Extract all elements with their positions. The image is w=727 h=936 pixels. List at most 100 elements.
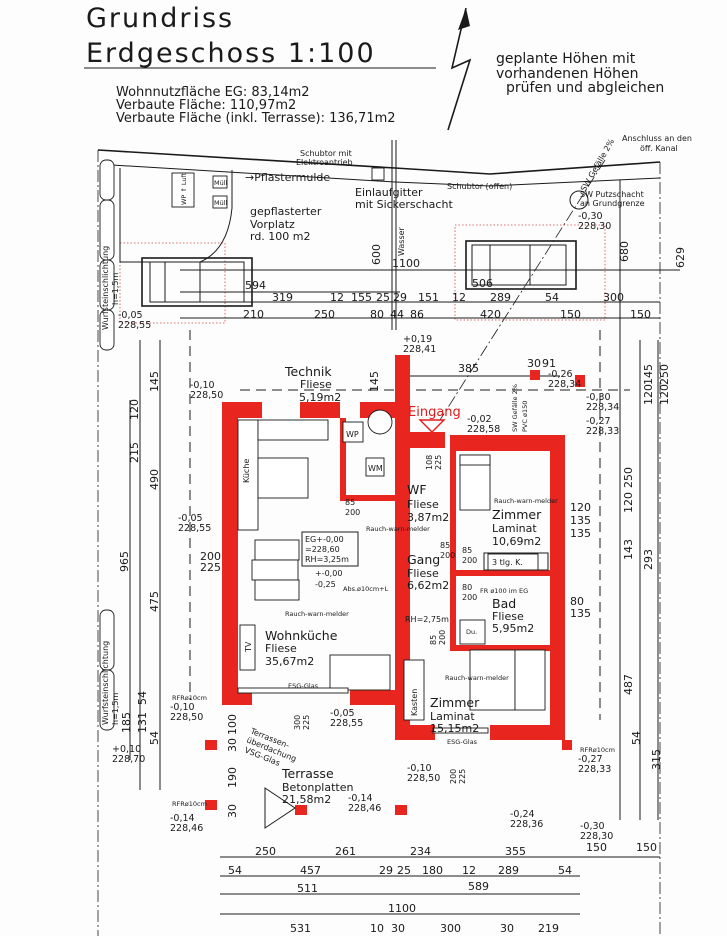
dim-label: 120 <box>622 492 635 513</box>
muell-box-2 <box>212 195 228 209</box>
dim-label: 300 <box>440 922 461 935</box>
elevation-abs: 228,34 <box>548 379 581 390</box>
dim-label: 54 <box>630 731 643 745</box>
height-mark-2: -0,25 <box>315 580 336 589</box>
schubtor-offen-label: Schubtor (offen) <box>447 182 512 191</box>
muell-label-1: Müll <box>214 179 228 187</box>
door-dim: 200 <box>462 556 477 565</box>
zimmer1-area: 10,69m2 <box>492 535 541 548</box>
technik-area: 5,19m2 <box>299 391 341 404</box>
dim-label: 25 <box>376 291 390 304</box>
dim-label: 200 <box>200 550 221 563</box>
wm-label: WM <box>368 464 383 473</box>
dim-label: 511 <box>297 882 318 895</box>
dim-label: 54 <box>148 731 161 745</box>
elevation-abs: 228,55 <box>118 320 151 331</box>
abs-label: Abs.ø10cm+L <box>343 585 389 593</box>
elevation-rel: -0,05 <box>118 310 143 321</box>
dim-label: 54 <box>558 864 572 877</box>
anschluss-label: Anschluss an den <box>622 134 692 143</box>
elevation-abs: 228,30 <box>578 221 611 232</box>
elevation-rel: +0,19 <box>403 334 432 345</box>
door-dim: 225 <box>458 769 467 784</box>
walls <box>205 355 585 815</box>
dim-label: 315 <box>650 749 663 770</box>
wurfstein-height-bottom: h=1,5m <box>111 693 120 725</box>
vorplatz-label-2: Vorplatz <box>250 218 295 231</box>
elevation-abs: 228,33 <box>578 764 611 775</box>
elevation-abs: 228,34 <box>586 402 619 413</box>
dim-label: 487 <box>622 674 635 695</box>
north-arrow-icon <box>447 7 472 131</box>
wurfstein-label-bottom: Wurfsteinschlichtung <box>101 641 110 725</box>
dim-label: 30 <box>500 922 514 935</box>
door-dim: 200 <box>440 551 455 560</box>
rauchmelder-wohnkueche: Rauch-warn-melder <box>285 610 349 618</box>
bad-floor: Fliese <box>492 610 524 623</box>
einlaufgitter-icon <box>371 167 385 181</box>
elevation-rel: -0,14 <box>170 813 195 824</box>
elevation-abs: 228,30 <box>580 831 613 842</box>
tv-label: TV <box>244 641 253 653</box>
elevation-rel: -0,02 <box>467 414 492 425</box>
info-wohnnutzflaeche: Wohnnutzfläche EG: 83,14m2 <box>116 85 310 100</box>
note-line-2: vorhandenen Höhen <box>496 66 638 82</box>
grundgrenze-label: an Grundgrenze <box>580 199 645 208</box>
elevation-rel: -0,27 <box>578 754 603 765</box>
dim-label: 185 <box>120 712 133 733</box>
elevation-rel: -0,05 <box>330 708 355 719</box>
dim-label: 234 <box>410 845 431 858</box>
dim-label: 457 <box>300 864 321 877</box>
note-line-1: geplante Höhen mit <box>496 51 636 67</box>
dim-label: 250 <box>622 467 635 488</box>
technik-name: Technik <box>284 364 332 379</box>
wf-area: 3,87m2 <box>407 511 449 524</box>
elevation-abs: 228,36 <box>510 819 543 830</box>
fr-label: FR ø100 im EG <box>480 587 528 595</box>
dim-label: 319 <box>272 291 293 304</box>
elevation-abs: 228,33 <box>586 426 619 437</box>
dimension-labels: 319 12 155 25 29 151 12 289 54 300 210 2… <box>118 241 687 935</box>
dim-label: 120 <box>128 399 141 420</box>
elevation-rel: -0,30 <box>580 821 605 832</box>
door-dim: 300 <box>293 715 302 730</box>
dim-label: 151 <box>418 291 439 304</box>
elevation-abs: 228,55 <box>178 523 211 534</box>
zimmer2-area: 15,15m2 <box>430 722 479 735</box>
height-mark-1: +-0,00 <box>315 569 342 578</box>
elevation-rel: -0,30 <box>586 392 611 403</box>
schubtor-motor-label: Schubtor mit <box>300 149 352 158</box>
muell-box-1 <box>212 175 228 189</box>
dim-label: 180 <box>422 864 443 877</box>
elevation-rel: -0,26 <box>548 369 573 380</box>
sickerschacht-label: mit Sickerschacht <box>355 198 453 211</box>
elevation-abs: 228,55 <box>330 718 363 729</box>
dim-label: 531 <box>290 922 311 935</box>
esg-glas-wohnkueche: ESG-Glas <box>288 682 319 690</box>
vorplatz-label-1: gepflasterter <box>250 205 322 218</box>
dim-label: 680 <box>618 241 631 262</box>
terrasse-area: 21,58m2 <box>282 793 331 806</box>
dim-label: 355 <box>505 845 526 858</box>
info-verbaute-flaeche: Verbaute Fläche: 110,97m2 <box>116 98 296 113</box>
pvc-label: PVC ø150 <box>521 401 529 432</box>
schrank-label: 3 tlg. K. <box>492 558 523 567</box>
dim-label: 385 <box>458 362 479 375</box>
gang-name: Gang <box>407 552 440 567</box>
dim-label: 54 <box>228 864 242 877</box>
dim-label: 589 <box>468 880 489 893</box>
door-dim: 200 <box>438 630 447 645</box>
elevation-rel: -0,05 <box>178 513 203 524</box>
wp-luft-label: WP ⇑ Luft <box>180 172 188 205</box>
dim-label: 135 <box>570 607 591 620</box>
elevation-rel: -0,10 <box>170 702 195 713</box>
door-dim: 108 <box>425 455 434 470</box>
dim-label: 91 <box>542 357 556 370</box>
plan-subtitle: Erdgeschoss 1:100 <box>86 38 376 69</box>
dim-label: 120 <box>570 501 591 514</box>
dim-label: 215 <box>128 442 141 463</box>
dim-label: 629 <box>674 247 687 268</box>
dim-label: 150 <box>586 841 607 854</box>
dim-label: 80 <box>370 308 384 321</box>
